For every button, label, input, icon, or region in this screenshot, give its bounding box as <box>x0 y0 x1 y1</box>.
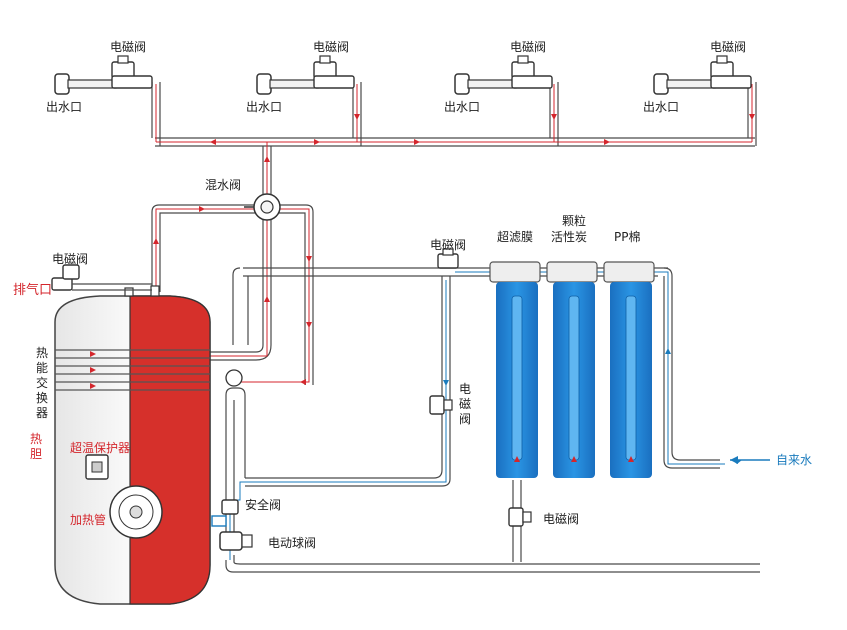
overheat-protector-label: 超温保护器 <box>70 441 131 455</box>
tap-water-arrowhead <box>730 456 738 464</box>
outlet-unit-4 <box>653 55 752 95</box>
heating-tube-label: 加热管 <box>70 513 107 527</box>
mixing-valve-label: 混水阀 <box>205 178 242 192</box>
filter-flow-arrows <box>514 456 634 462</box>
granular-label: 颗粒 <box>562 214 587 228</box>
outlet-label-4: 出水口 <box>643 100 680 114</box>
drain-solenoid-label: 电磁阀 <box>543 512 580 526</box>
top-header-arrows <box>210 114 755 162</box>
outlet-unit-3 <box>454 55 553 95</box>
top-hot-header <box>151 82 757 196</box>
mixing-loop-hot-line <box>155 208 310 383</box>
inlet-solenoid-valve-icon <box>437 248 459 269</box>
cold-inlet-pipes <box>225 267 760 573</box>
solenoid-label-1: 电磁阀 <box>110 40 147 54</box>
top-header-hot-line <box>155 84 753 198</box>
solenoid-label-4: 电磁阀 <box>710 40 747 54</box>
activated-carbon-label: 活性炭 <box>551 230 588 244</box>
inlet-solenoid-label: 电磁阀 <box>430 238 467 252</box>
solenoid-label-2: 电磁阀 <box>313 40 350 54</box>
drain-solenoid-valve-icon <box>508 507 532 527</box>
outlet-unit-1 <box>54 55 153 95</box>
filter-uf-membrane <box>489 261 541 478</box>
filter-activated-carbon <box>546 261 598 478</box>
safety-valve-icon <box>211 499 239 527</box>
outlet-unit-2 <box>256 55 355 95</box>
uf-membrane-label: 超滤膜 <box>497 230 534 244</box>
inner-tank-label: 热胆 <box>29 432 42 461</box>
outlet-label-3: 出水口 <box>444 100 481 114</box>
tap-water-label: 自来水 <box>776 453 813 467</box>
tank-fitting-round <box>225 369 243 387</box>
heat-exchanger-arrows <box>90 351 96 389</box>
overheat-protector-icon <box>85 454 109 480</box>
outlet-label-2: 出水口 <box>246 100 283 114</box>
tank-top-fittings <box>51 264 160 297</box>
pp-cotton-label: PP棉 <box>614 230 641 244</box>
motor-ball-valve-icon <box>219 531 253 551</box>
mixing-loop-arrows <box>153 206 312 385</box>
outlet-label-1: 出水口 <box>46 100 83 114</box>
mixing-valve-icon <box>244 193 281 221</box>
side-solenoid-valve-icon <box>429 395 453 415</box>
motor-ball-valve-label: 电动球阀 <box>268 536 317 550</box>
tank-solenoid-label: 电磁阀 <box>52 252 89 266</box>
side-solenoid-label: 电磁阀 <box>458 382 471 426</box>
safety-valve-label: 安全阀 <box>245 498 282 512</box>
heat-exchanger-label: 热能交换器 <box>35 346 48 420</box>
solenoid-label-3: 电磁阀 <box>510 40 547 54</box>
heating-tube-icon <box>109 485 163 539</box>
heat-exchanger-coil <box>55 349 210 391</box>
exhaust-label: 排气口 <box>13 283 53 298</box>
filter-pp-cotton <box>603 261 655 478</box>
